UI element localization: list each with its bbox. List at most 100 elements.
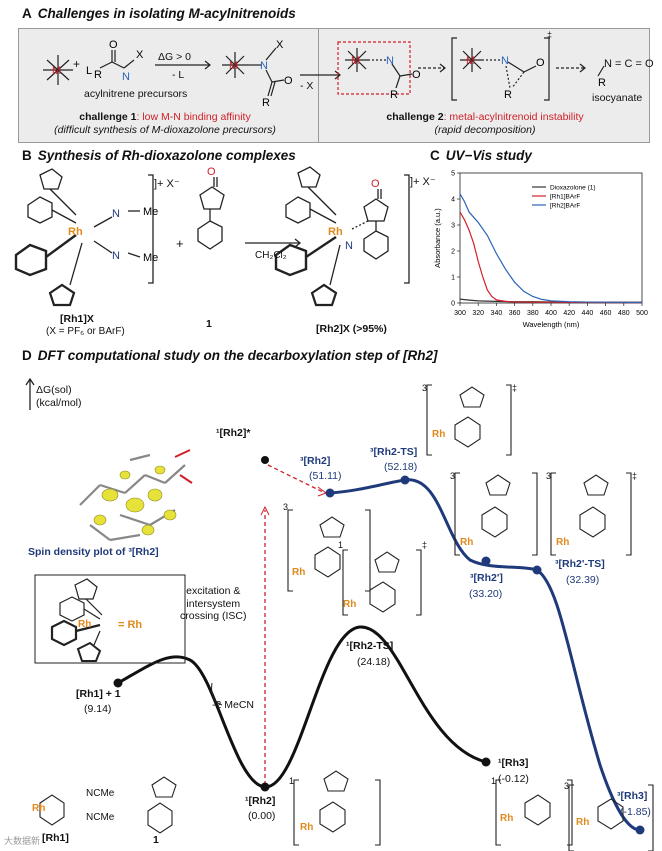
d-yaxis-label-1: ΔG(sol) <box>36 384 72 396</box>
b-compound1-label: [Rh1]X <box>60 313 94 326</box>
a-n-2: N <box>260 60 268 72</box>
watermark: 大数据新 <box>4 836 40 847</box>
point-3rh2-ts <box>401 476 410 485</box>
a-metal-2: M <box>229 60 238 72</box>
uv-vis-chart: 300320340360380400420440460480500012345W… <box>430 165 655 350</box>
d-bracket-1a: 1 <box>338 540 343 551</box>
b-compound1-sub: (X = PF₆ or BArF) <box>46 326 125 338</box>
x-tick-label: 360 <box>509 310 521 317</box>
a-r-3: R <box>390 89 398 101</box>
spin-density-plot <box>80 450 192 540</box>
value-3rh2-prime-ts: (32.39) <box>566 574 599 587</box>
point-1rh2 <box>261 783 270 792</box>
d-bracket-3a: 3 <box>283 502 288 513</box>
d-dagger-3: ‡ <box>632 471 637 482</box>
a-minus-l: - L <box>172 69 184 82</box>
a-precursor-label: acylnitrene precursors <box>84 88 187 101</box>
value-3rh2: (51.11) <box>309 470 342 483</box>
a-metal-3: M <box>351 55 360 67</box>
b-n-3: N <box>345 240 353 252</box>
y-tick-label: 1 <box>451 275 455 282</box>
x-tick-label: 320 <box>472 310 484 317</box>
legend-label-0: Dioxazolone (1) <box>550 185 596 192</box>
svg-text:Rh: Rh <box>460 537 473 548</box>
energy-profile: RhRhRh RhRhRh RhRhRh Rh <box>0 365 662 851</box>
d-ncme-1: NCMe <box>86 788 114 800</box>
panel-d-letter: D <box>22 348 32 363</box>
plot-frame <box>460 173 642 303</box>
d-yaxis-label: ΔG(sol) (kcal/mol) <box>36 384 82 409</box>
y-tick-label: 0 <box>451 301 455 308</box>
a-challenge-1: challenge 1: low M-N binding affinity (d… <box>40 111 290 136</box>
d-bracket-3c: 3 <box>450 471 455 482</box>
x-tick-label: 480 <box>618 310 630 317</box>
point-1rh2-star <box>261 456 269 464</box>
a-delta-g: ΔG > 0 <box>158 51 191 64</box>
a-r-5: R <box>598 77 606 89</box>
label-1rh3: ¹[Rh3] <box>498 757 528 770</box>
a-minus-x: - X <box>300 80 313 93</box>
d-spin-density-label: Spin density plot of ³[Rh2] <box>28 546 159 559</box>
svg-text:Rh: Rh <box>78 619 91 630</box>
b-product-label: [Rh2]X (>95%) <box>316 323 387 336</box>
svg-text:Rh: Rh <box>576 817 589 828</box>
a-challenge-1-text: : low M-N binding affinity <box>137 111 251 123</box>
x-tick-label: 500 <box>636 310 648 317</box>
label-3rh2-ts: ³[Rh2-TS] <box>370 446 417 459</box>
x-axis-label: Wavelength (nm) <box>523 320 580 329</box>
d-reagent-1: 1 <box>153 834 159 847</box>
label-1rh2-ts: ¹[Rh2-TS] <box>346 640 393 653</box>
point-3rh2 <box>326 489 335 498</box>
label-3rh2: ³[Rh2] <box>300 455 330 468</box>
value-3rh3: (-1.85) <box>620 806 651 819</box>
d-bracket-3e: 3 <box>564 781 569 792</box>
a-r-1: R <box>94 69 102 81</box>
d-ncme-2: NCMe <box>86 812 114 824</box>
svg-text:Rh: Rh <box>32 803 45 814</box>
rh-definition-box <box>35 575 185 663</box>
value-1rh2: (0.00) <box>248 810 275 823</box>
a-x-2: X <box>276 39 284 51</box>
point-3rh2-prime-ts <box>533 566 542 575</box>
svg-text:Rh: Rh <box>343 599 356 610</box>
a-n-4: N <box>501 55 509 67</box>
a-r-2: R <box>262 97 270 109</box>
label-3rh2-prime: ³[Rh2'] <box>470 572 503 585</box>
x-tick-label: 440 <box>582 310 594 317</box>
d-dagger-1: ‡ <box>422 540 427 551</box>
series-line-2 <box>460 194 642 303</box>
point-3rh3 <box>636 826 645 835</box>
d-dagger-2: ‡ <box>512 383 517 394</box>
d-excitation-label: excitation & intersystem crossing (ISC) <box>180 585 247 623</box>
value-3rh2-prime: (33.20) <box>469 588 502 601</box>
label-3rh3: ³[Rh3] <box>617 790 647 803</box>
b-n-2: N <box>112 250 120 262</box>
a-challenge-2-sub: (rapid decomposition) <box>435 124 536 136</box>
panel-b-title-text: Synthesis of Rh-dioxazolone complexes <box>38 148 296 163</box>
a-n-3: N <box>386 55 394 67</box>
panel-c-title-text: UV−Vis study <box>446 148 532 163</box>
d-bracket-3d: 3 <box>546 471 551 482</box>
b-rh-2: Rh <box>328 226 343 238</box>
legend-label-2: [Rh2]BArF <box>550 203 580 210</box>
label-rh1-plus-1: [Rh1] + 1 <box>76 688 121 701</box>
d-bracket-3b: 3 <box>422 383 427 394</box>
x-tick-label: 420 <box>563 310 575 317</box>
b-charge-1: ]+ X⁻ <box>154 178 180 191</box>
y-tick-label: 5 <box>451 171 455 178</box>
x-tick-label: 460 <box>600 310 612 317</box>
d-yaxis-label-2: (kcal/mol) <box>36 397 82 409</box>
value-1rh3: (-0.12) <box>498 773 529 786</box>
triplet-pathway-curve <box>330 480 640 830</box>
b-reagent-label: 1 <box>206 318 212 331</box>
a-dagger: ‡ <box>547 30 552 41</box>
a-plus: + <box>73 57 80 71</box>
y-tick-label: 2 <box>451 249 455 256</box>
panel-d-title: DDFT computational study on the decarbox… <box>22 348 438 363</box>
singlet-pathway-curve <box>118 627 486 787</box>
d-minus-mecn: -2 MeCN <box>212 699 254 712</box>
point-3rh2-prime <box>482 557 491 566</box>
svg-text:Rh: Rh <box>432 429 445 440</box>
x-tick-label: 400 <box>545 310 557 317</box>
